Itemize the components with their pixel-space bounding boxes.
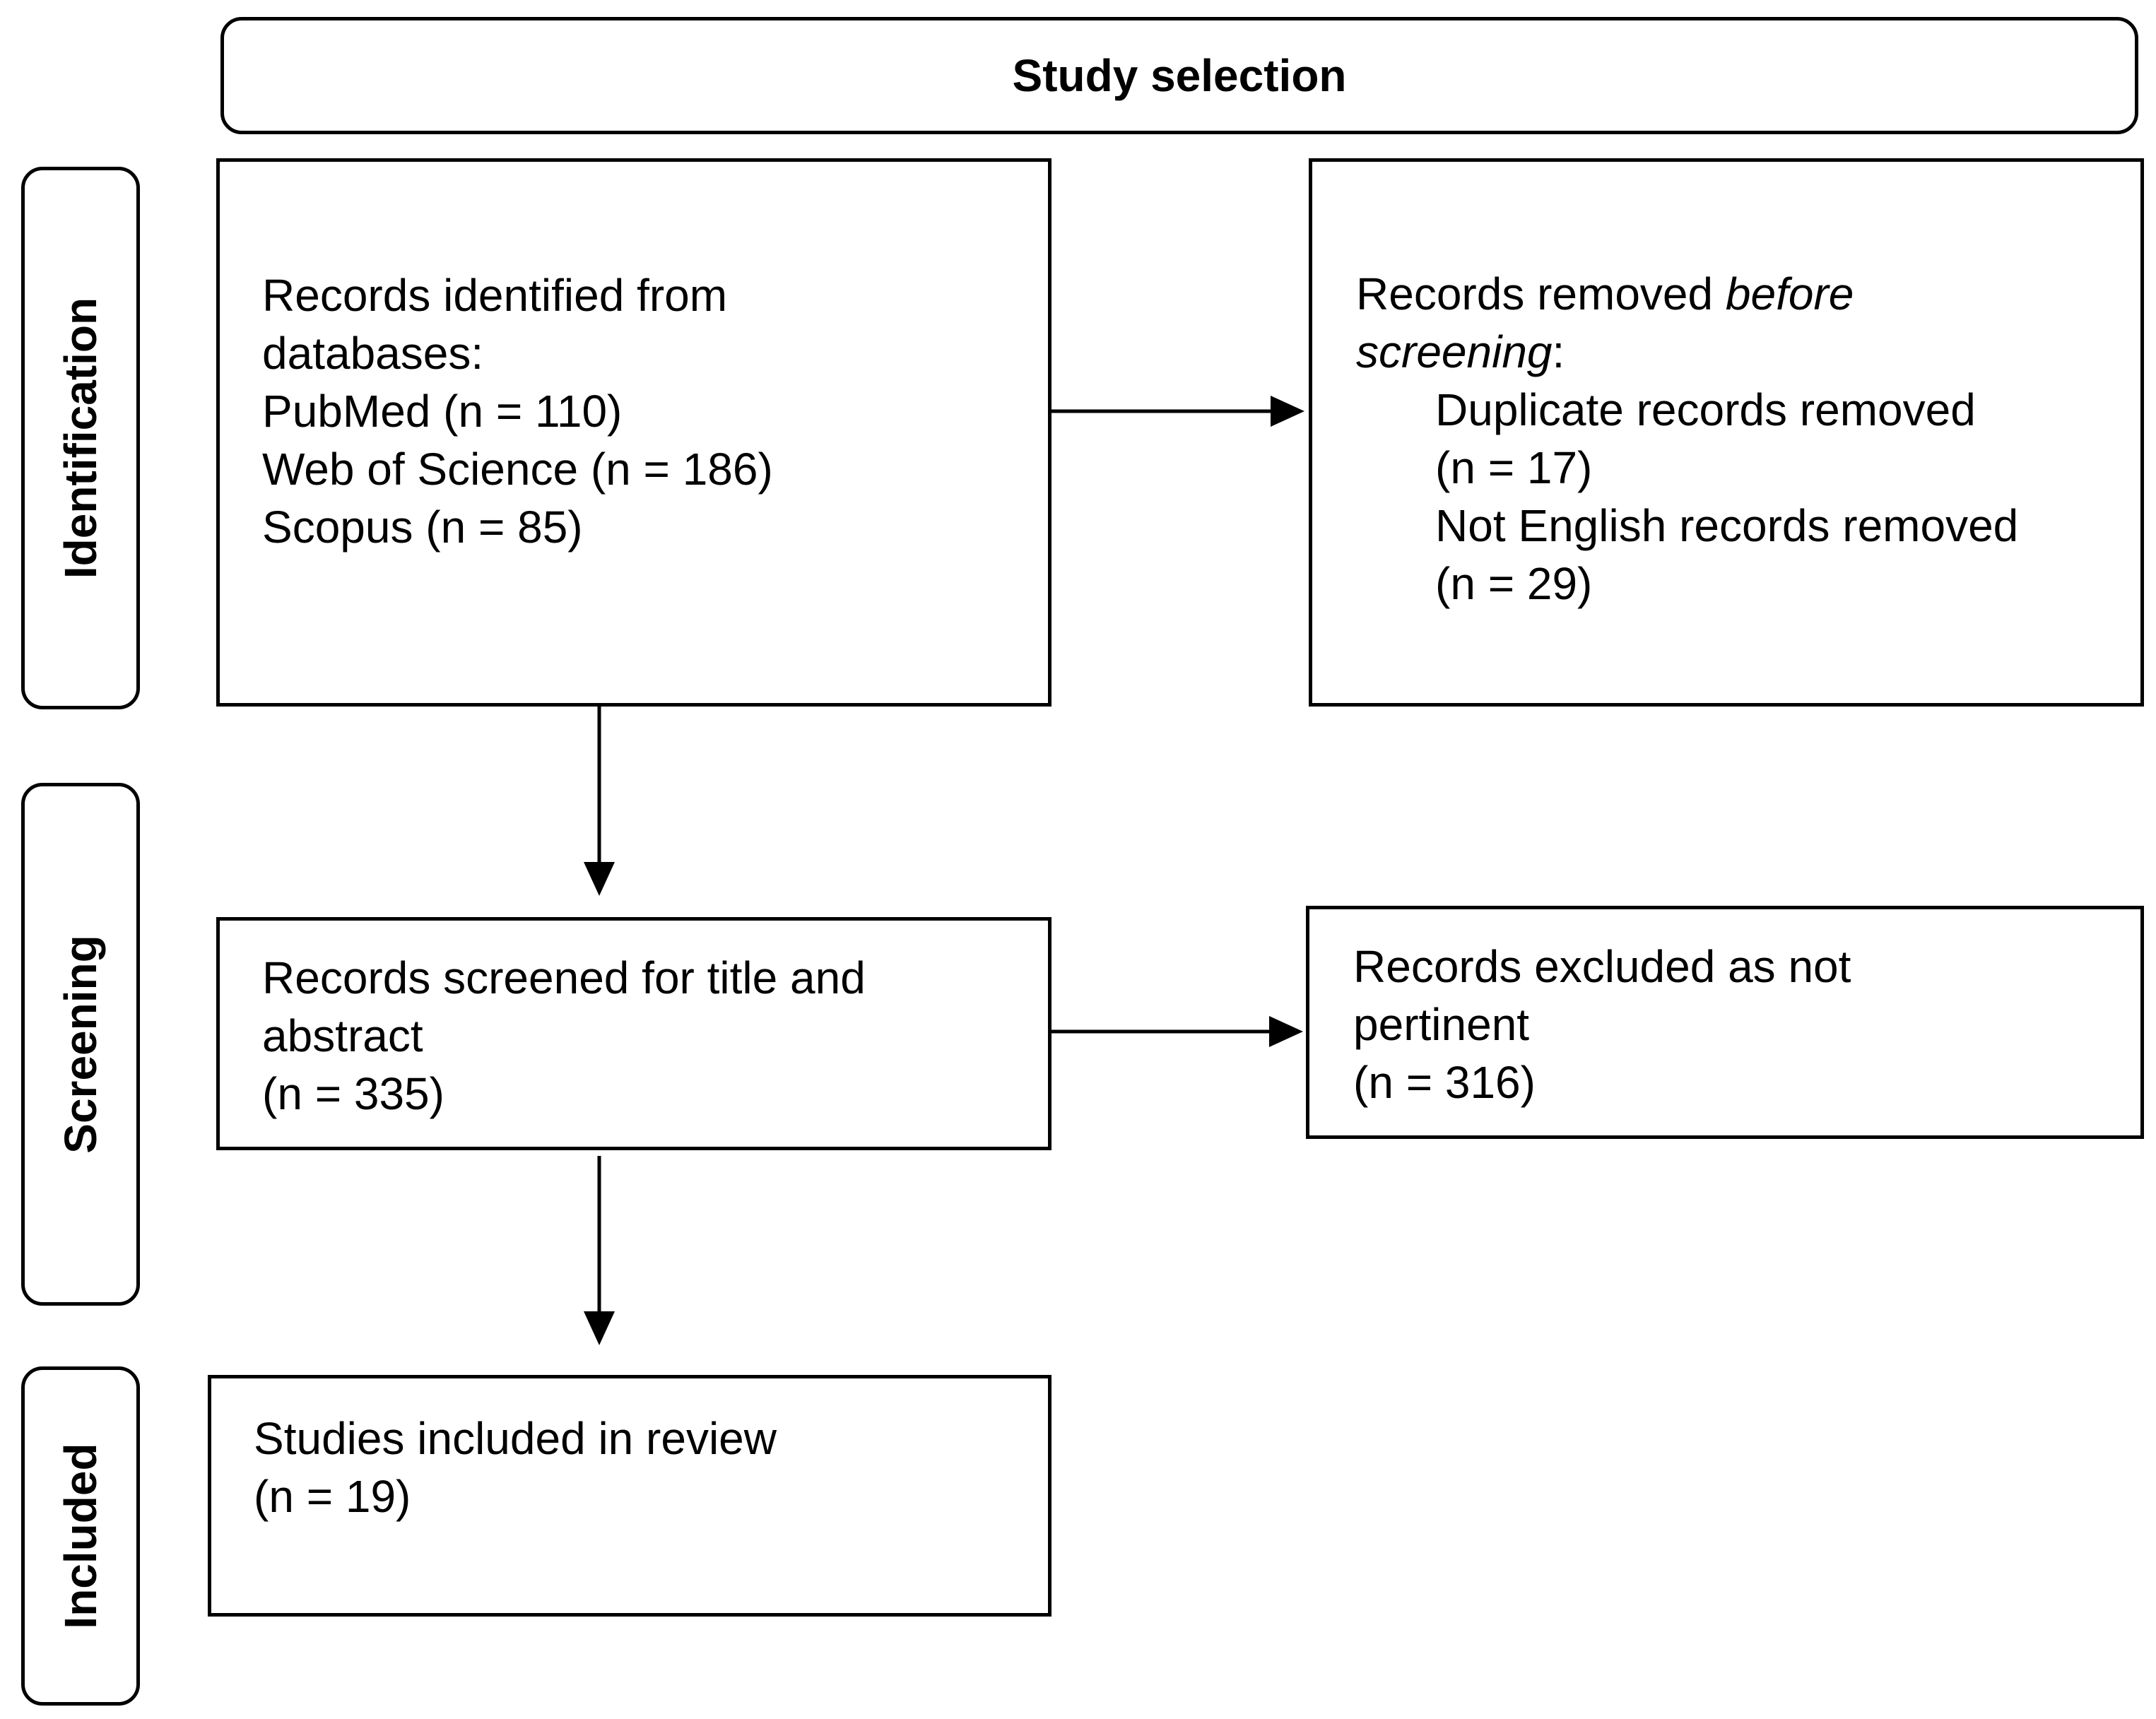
records-removed-prefix: Records removed [1356, 268, 1726, 319]
header-title: Study selection [1012, 50, 1347, 101]
records-screened-line: (n = 335) [262, 1068, 444, 1119]
arrowhead-down [584, 862, 615, 896]
records-removed-line: Records removed before [1356, 265, 2018, 323]
phase-included: Included [21, 1366, 140, 1706]
records-excluded-line: pertinent [1353, 999, 1530, 1050]
records-removed-line: screening: [1356, 323, 2018, 381]
not-english-records-count: (n = 29) [1435, 558, 1593, 609]
studies-included-line: (n = 19) [254, 1471, 411, 1522]
records-excluded-line: (n = 316) [1353, 1057, 1536, 1108]
records-screened-box: Records screened for title and abstract … [216, 917, 1052, 1150]
records-identified-line: Scopus (n = 85) [262, 502, 583, 553]
arrowhead-down [584, 1311, 615, 1345]
studies-included-text: Studies included in review (n = 19) [254, 1410, 777, 1525]
duplicate-records-label: Duplicate records removed [1435, 384, 1976, 435]
arrowhead-right [1269, 1016, 1303, 1047]
not-english-records-label: Not English records removed [1435, 500, 2019, 551]
records-removed-colon: : [1552, 326, 1565, 377]
phase-identification: Identification [21, 167, 140, 709]
phase-screening: Screening [21, 783, 140, 1306]
records-identified-line: Records identified from [262, 270, 728, 321]
records-identified-line: Web of Science (n = 186) [262, 444, 773, 495]
records-identified-line: PubMed (n = 110) [262, 386, 623, 437]
records-removed-box: Records removed before screening: Duplic… [1309, 158, 2144, 707]
records-identified-box: Records identified from databases: PubMe… [216, 158, 1052, 707]
study-selection-header: Study selection [220, 17, 2138, 134]
records-excluded-text: Records excluded as not pertinent (n = 3… [1353, 938, 1851, 1111]
studies-included-box: Studies included in review (n = 19) [208, 1375, 1052, 1617]
records-screened-line: abstract [262, 1010, 423, 1061]
records-identified-line: databases: [262, 328, 484, 379]
records-screened-text: Records screened for title and abstract … [262, 949, 866, 1123]
records-removed-before: before [1725, 268, 1854, 319]
duplicate-records-count: (n = 17) [1435, 442, 1593, 493]
records-screened-line: Records screened for title and [262, 952, 866, 1003]
arrowhead-right [1271, 396, 1304, 427]
records-excluded-box: Records excluded as not pertinent (n = 3… [1306, 906, 2144, 1139]
records-excluded-line: Records excluded as not [1353, 941, 1851, 992]
records-identified-text: Records identified from databases: PubMe… [262, 266, 773, 556]
records-removed-text: Records removed before screening: Duplic… [1356, 265, 2018, 613]
records-removed-screening: screening [1356, 326, 1553, 377]
studies-included-line: Studies included in review [254, 1413, 777, 1464]
